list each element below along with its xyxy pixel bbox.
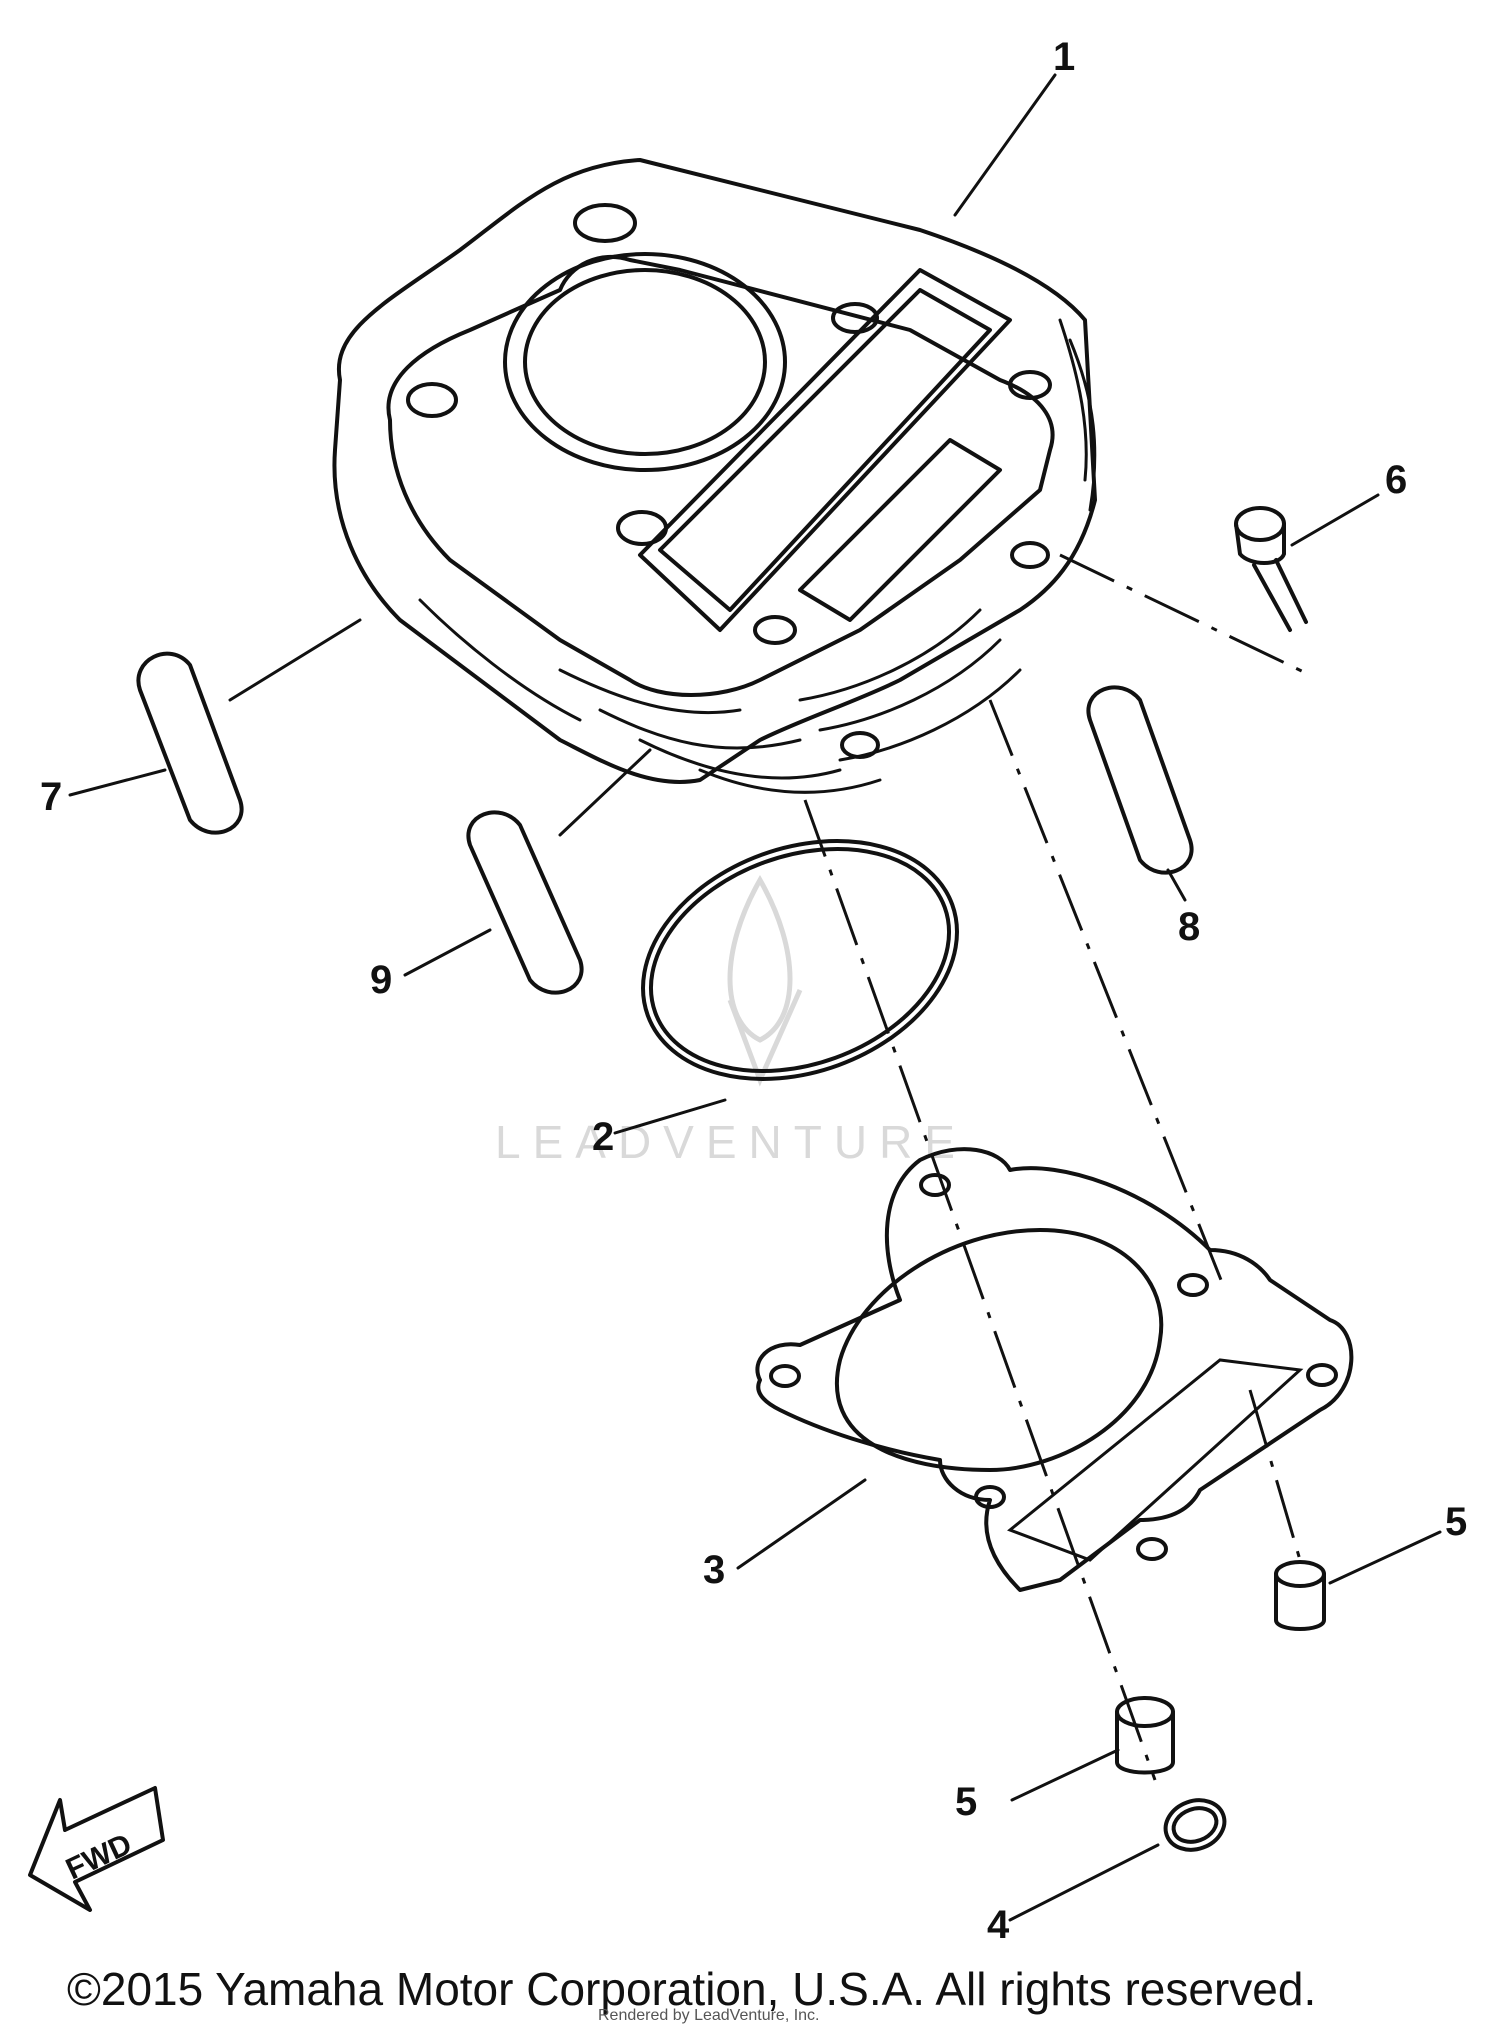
watermark-logo (727, 874, 803, 1087)
dowel-pin-upper (1274, 1560, 1326, 1631)
watermark-text: LEADVENTURE (495, 1116, 967, 1168)
stud-7 (136, 651, 244, 835)
callout-4: 4 (987, 1903, 1010, 1947)
callout-3: 3 (703, 1548, 725, 1592)
callout-5-lower: 5 (955, 1780, 977, 1824)
watermark: LEADVENTURE (495, 874, 967, 1168)
callout-6: 6 (1385, 458, 1407, 502)
fwd-arrow-icon: FWD (28, 1786, 165, 1912)
stud-9 (466, 810, 584, 995)
fwd-label: FWD (61, 1828, 137, 1887)
dowel-pin-lower (1115, 1696, 1175, 1775)
leader-lines (68, 73, 1442, 1922)
callout-2: 2 (592, 1115, 614, 1159)
callout-9: 9 (370, 958, 392, 1002)
callout-7: 7 (40, 775, 62, 819)
cylinder (332, 158, 1097, 794)
callout-5-upper: 5 (1445, 1500, 1467, 1544)
callout-8: 8 (1178, 905, 1200, 949)
callout-1: 1 (1053, 35, 1075, 79)
stud-8 (1086, 685, 1194, 875)
callout-labels: 1 2 3 4 5 5 6 7 8 9 (40, 35, 1467, 1947)
copyright-notice: ©2015 Yamaha Motor Corporation, U.S.A. A… (67, 1963, 1316, 2015)
clip-ring (1163, 1798, 1227, 1852)
bolt (1234, 506, 1308, 632)
o-ring (641, 839, 959, 1081)
rendered-by-note: Rendered by LeadVenture, Inc. (598, 2007, 820, 2024)
alignment-lines (803, 553, 1311, 1781)
cylinder-gasket (755, 1147, 1354, 1592)
